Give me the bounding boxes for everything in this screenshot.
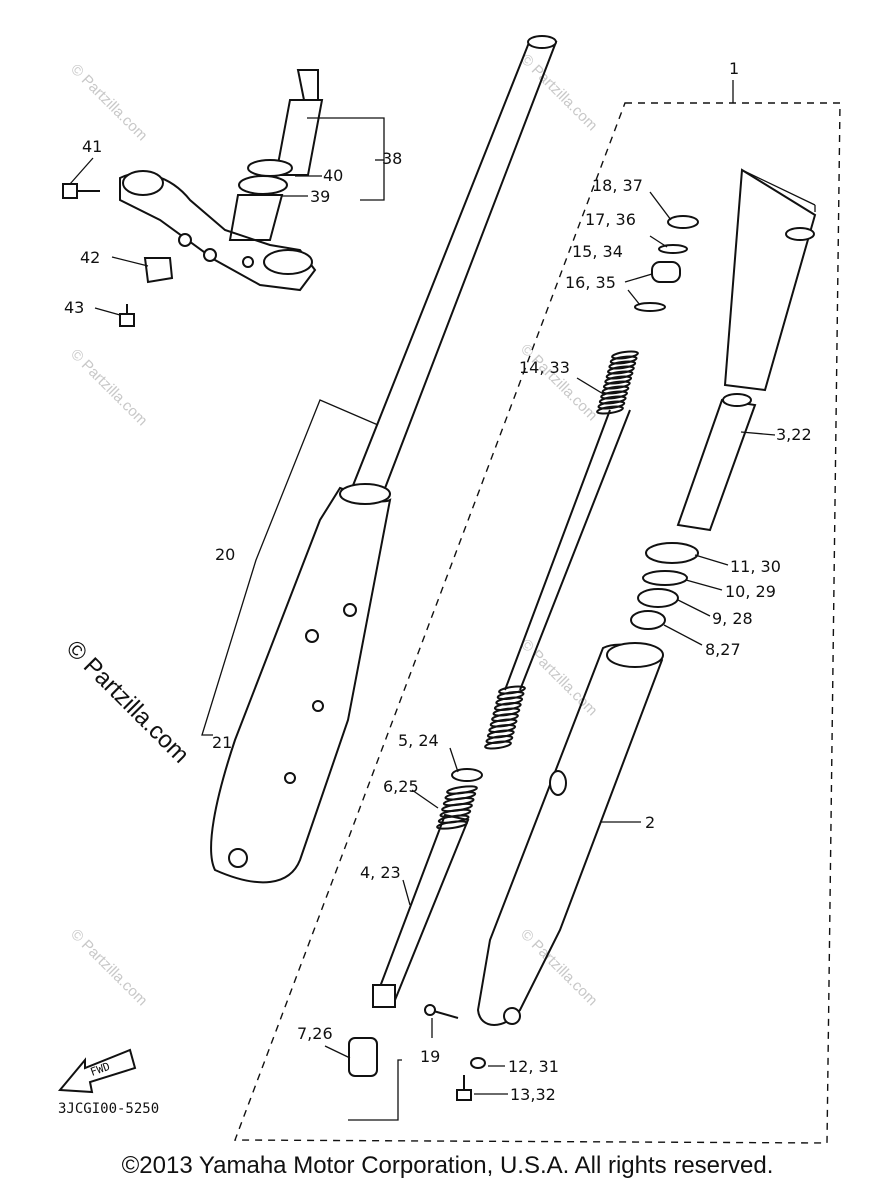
callout-38: 38 <box>382 149 402 168</box>
callouts: 1 38 40 39 41 42 43 18, 37 17, 36 15, 34… <box>64 59 812 1104</box>
callout-15-34: 15, 34 <box>572 242 623 261</box>
fork-spring-lower <box>484 685 526 750</box>
watermark: © Partzilla.com <box>517 926 600 1009</box>
spring-coil <box>597 400 626 410</box>
spring-coil <box>600 390 628 400</box>
watermark: © Partzilla.com <box>67 346 150 429</box>
clamp-42 <box>143 257 174 284</box>
bolt-43 <box>119 304 135 327</box>
callout-10-29: 10, 29 <box>725 582 776 601</box>
callout-21: 21 <box>212 733 232 752</box>
callout-7-26: 7,26 <box>297 1024 333 1043</box>
watermark: © Partzilla.com <box>517 636 600 719</box>
callout-12-31: 12, 31 <box>508 1057 559 1076</box>
watermark: © Partzilla.com <box>67 926 150 1009</box>
cap-parts <box>634 215 699 312</box>
fwd-arrow-icon: FWD <box>57 1048 137 1094</box>
spring-coil <box>611 350 639 360</box>
callout-17-36: 17, 36 <box>585 210 636 229</box>
callout-43: 43 <box>64 298 84 317</box>
leader-lines <box>69 117 816 1121</box>
copyright-notice: ©2013 Yamaha Motor Corporation, U.S.A. A… <box>121 1152 774 1179</box>
callout-42: 42 <box>80 248 100 267</box>
callout-39: 39 <box>310 187 330 206</box>
bolt-41 <box>62 183 100 199</box>
callout-6-25: 6,25 <box>383 777 419 796</box>
watermark: © Partzilla.com <box>517 51 600 134</box>
small-parts <box>348 1004 486 1101</box>
under-bracket <box>119 69 324 292</box>
inner-tube <box>350 35 558 498</box>
spring-coil <box>596 405 624 415</box>
spring-coil <box>598 395 627 405</box>
spring-body <box>504 409 631 691</box>
spring-coil <box>601 385 630 395</box>
callout-9-28: 9, 28 <box>712 609 753 628</box>
spring-coil <box>609 355 638 365</box>
callout-11-30: 11, 30 <box>730 557 781 576</box>
watermark: © Partzilla.com <box>517 341 600 424</box>
fork-spring <box>596 350 639 415</box>
damper-rod <box>372 813 470 1008</box>
callout-13-32: 13,32 <box>510 1085 556 1104</box>
watermark: © Partzilla.com <box>67 61 150 144</box>
assembly-outline <box>233 80 841 1144</box>
callout-41: 41 <box>82 137 102 156</box>
outer-tube-left <box>210 483 392 884</box>
outer-tube-right <box>476 642 664 1026</box>
callout-8-27: 8,27 <box>705 640 741 659</box>
spring-coil <box>602 380 631 390</box>
callout-40: 40 <box>323 166 343 185</box>
spring-coil <box>607 365 635 375</box>
callout-3-22: 3,22 <box>776 425 812 444</box>
spring-coil <box>605 370 634 380</box>
diagram-code: 3JCGI00-5250 <box>58 1101 159 1117</box>
spring-coil <box>484 740 512 750</box>
callout-5-24: 5, 24 <box>398 731 439 750</box>
spring-coil <box>608 360 637 370</box>
callout-20: 20 <box>215 545 235 564</box>
callout-1: 1 <box>729 59 739 78</box>
callout-14-33: 14, 33 <box>519 358 570 377</box>
callout-4-23: 4, 23 <box>360 863 401 882</box>
fwd-label: FWD <box>89 1060 112 1079</box>
fork-cover <box>676 168 817 532</box>
spring-coil <box>436 820 468 830</box>
seals <box>630 542 699 630</box>
rebound-spring <box>436 785 478 830</box>
callout-2: 2 <box>645 813 655 832</box>
piston-ring <box>451 768 483 782</box>
spring-coil <box>604 375 633 385</box>
callout-19: 19 <box>420 1047 440 1066</box>
callout-18-37: 18, 37 <box>592 176 643 195</box>
watermark-large: © Partzilla.com <box>61 635 194 768</box>
callout-16-35: 16, 35 <box>565 273 616 292</box>
